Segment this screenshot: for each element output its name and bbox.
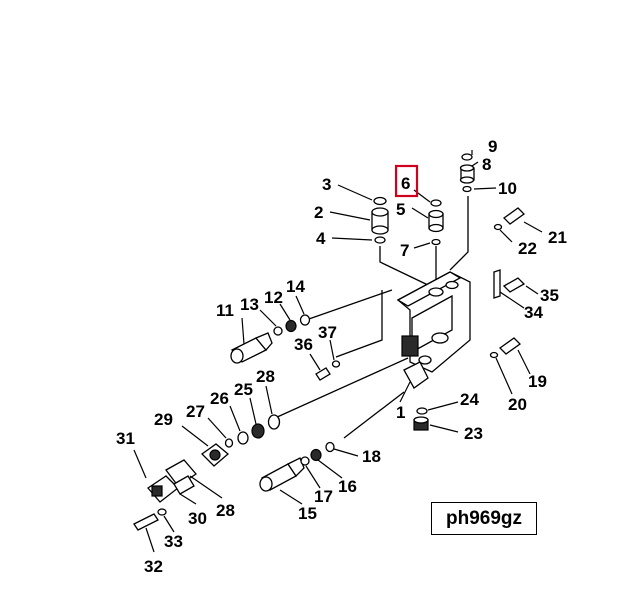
part-10-o-ring	[462, 185, 472, 193]
part-15-solenoid	[259, 457, 305, 492]
part-17-o-ring	[300, 456, 310, 466]
diagram-code-label: ph969gz	[431, 502, 537, 535]
hoses	[274, 196, 469, 439]
part-3-o-ring	[373, 196, 387, 206]
part-26-ring	[237, 431, 249, 445]
callout-11: 11	[216, 301, 234, 320]
part-25-ring	[251, 423, 265, 439]
part-23-plug	[413, 416, 429, 431]
callout-22: 22	[518, 239, 537, 258]
part-19-fitting	[498, 337, 522, 355]
callout-21: 21	[548, 228, 567, 247]
part-4-o-ring	[374, 236, 386, 244]
callout-34: 34	[524, 303, 543, 322]
callout-32: 32	[144, 557, 163, 576]
callout-13: 13	[240, 295, 259, 314]
callout-28-lower: 28	[216, 501, 235, 520]
part-35-bolt	[502, 277, 526, 293]
callout-37: 37	[318, 323, 337, 342]
callout-33: 33	[164, 532, 183, 551]
part-16-ring	[310, 448, 322, 462]
part-30-plate	[173, 475, 195, 495]
callout-24: 24	[460, 390, 479, 409]
callout-8: 8	[482, 155, 491, 174]
callout-9: 9	[488, 137, 497, 156]
part-9-o-ring	[461, 153, 473, 161]
callout-3: 3	[322, 175, 331, 194]
callout-25: 25	[234, 380, 253, 399]
callout-5: 5	[396, 200, 405, 219]
valve-body	[396, 271, 471, 389]
part-12-ring	[285, 319, 297, 333]
part-14-o-ring	[299, 314, 311, 326]
part-2-fitting	[371, 207, 389, 235]
callout-31: 31	[116, 429, 135, 448]
part-20-o-ring	[489, 351, 499, 359]
callout-16: 16	[338, 477, 357, 496]
callout-23: 23	[464, 424, 483, 443]
callout-35: 35	[540, 286, 559, 305]
callout-17: 17	[314, 487, 333, 506]
part-28-o-ring-upper	[267, 414, 281, 430]
part-18-o-ring	[325, 441, 335, 453]
part-33-washer	[157, 508, 167, 516]
callout-19: 19	[528, 372, 547, 391]
callout-1: 1	[396, 403, 405, 422]
callout-27: 27	[186, 402, 205, 421]
callout-20: 20	[508, 395, 527, 414]
callout-18: 18	[362, 447, 381, 466]
part-6-o-ring	[430, 199, 442, 207]
part-34-pin	[493, 269, 501, 299]
part-24-o-ring	[416, 407, 428, 415]
part-21-fitting	[502, 207, 526, 225]
callout-4: 4	[316, 229, 326, 248]
part-5-fitting	[428, 209, 444, 233]
part-7-o-ring	[431, 238, 441, 246]
part-37-o-ring	[331, 360, 341, 368]
callout-15: 15	[298, 504, 317, 523]
part-29-cover	[200, 443, 230, 467]
part-13-o-ring	[273, 326, 283, 336]
part-36-sensor	[315, 367, 331, 381]
part-32-bolt	[133, 513, 159, 531]
callout-7: 7	[400, 241, 409, 260]
callout-29: 29	[154, 410, 173, 429]
part-11-solenoid	[230, 332, 273, 364]
callout-36: 36	[294, 335, 313, 354]
callout-10: 10	[498, 179, 517, 198]
leader-lines	[133, 150, 543, 553]
part-8-fitting	[459, 164, 475, 184]
callout-labels: 1 2 3 4 5 6 7 8 9 10 11 12 13 14 15 16 1…	[116, 137, 567, 576]
callout-6: 6	[401, 174, 410, 193]
callout-2: 2	[314, 203, 323, 222]
part-28-gasket-lower	[165, 459, 197, 487]
callout-14: 14	[286, 277, 305, 296]
part-27-o-ring	[224, 438, 234, 448]
highlight-box	[394, 164, 419, 198]
part-22-o-ring	[493, 223, 503, 231]
callout-26: 26	[210, 389, 229, 408]
callout-12: 12	[264, 288, 283, 307]
parts	[133, 153, 526, 531]
callout-30: 30	[188, 509, 207, 528]
callout-28-upper: 28	[256, 367, 275, 386]
